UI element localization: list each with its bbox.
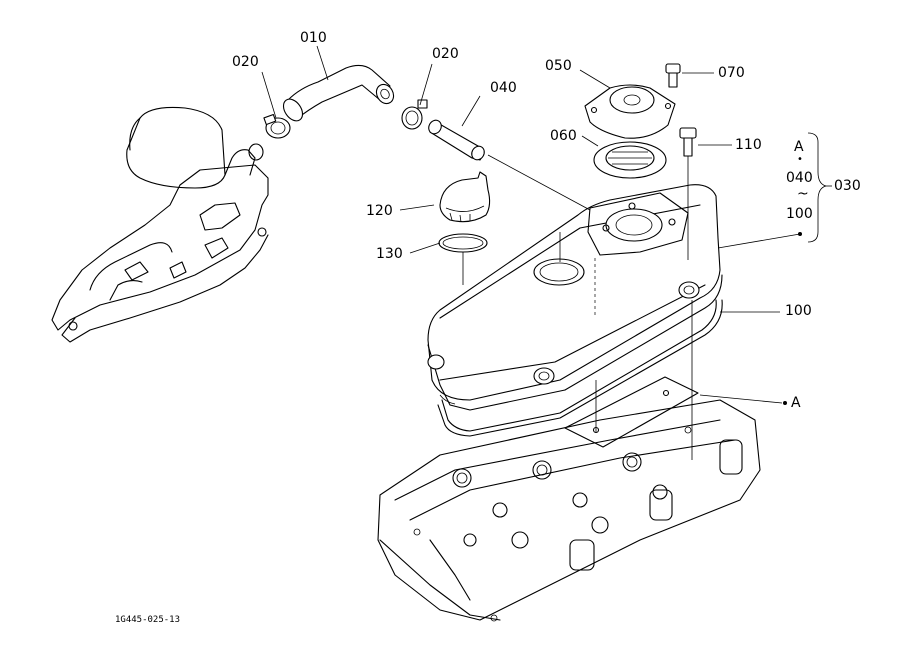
part-label-040: 040 xyxy=(490,80,517,96)
part-label-100: 100 xyxy=(785,303,812,319)
part-label-130: 130 xyxy=(376,246,403,262)
head-cover-drawing xyxy=(427,184,723,411)
cover-screw-drawing xyxy=(665,63,681,88)
hose-clamp-right-drawing xyxy=(401,99,428,130)
assembly-lines xyxy=(462,154,693,460)
breather-hose-drawing xyxy=(282,64,395,122)
bracket-label-a: A xyxy=(794,139,804,155)
bracket-dot: • xyxy=(797,154,803,165)
part-label-070: 070 xyxy=(718,65,745,81)
figure-code: 1G445-025-13 xyxy=(115,615,181,625)
bracket-label-100: 100 xyxy=(786,206,813,222)
bracket-tilde: ~ xyxy=(797,186,809,202)
part-label-120: 120 xyxy=(366,203,393,219)
plate-drawing xyxy=(564,376,699,448)
oil-filler-cap-drawing xyxy=(438,171,491,253)
cylinder-head-drawing xyxy=(377,399,761,622)
part-label-020-left: 020 xyxy=(232,54,259,70)
intake-manifold-drawing xyxy=(51,106,269,343)
bracket-label-040: 040 xyxy=(786,170,813,186)
part-label-020-right: 020 xyxy=(432,46,459,62)
breather-pipe-drawing xyxy=(428,119,485,161)
part-label-010: 010 xyxy=(300,30,327,46)
breather-plate-drawing xyxy=(593,141,667,179)
hose-clamp-left-drawing xyxy=(263,113,291,139)
part-label-060: 060 xyxy=(550,128,577,144)
cover-bolt-drawing xyxy=(679,127,697,260)
leader-lines xyxy=(261,45,832,405)
head-cover-gasket-drawing xyxy=(437,299,723,437)
part-label-110: 110 xyxy=(735,137,762,153)
breather-cover-drawing xyxy=(584,84,676,139)
part-label-030: 030 xyxy=(834,178,861,194)
part-label-050: 050 xyxy=(545,58,572,74)
reference-label-a: A xyxy=(791,395,801,411)
